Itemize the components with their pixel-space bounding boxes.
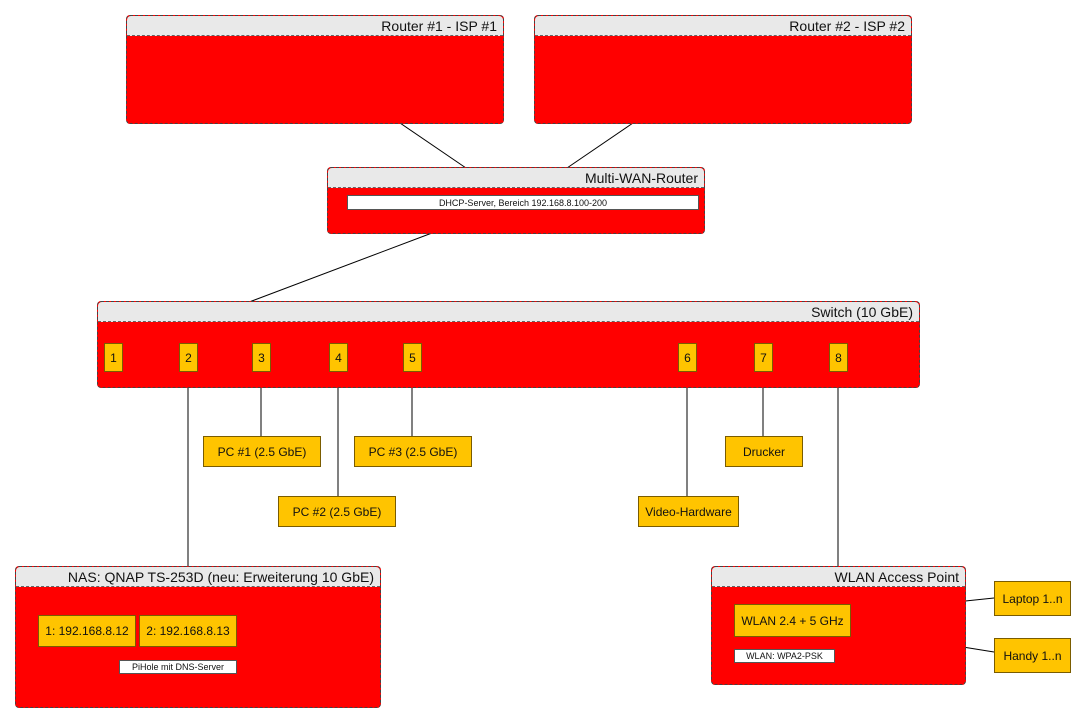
wlan-radio[interactable]: WLAN 2.4 + 5 GHz bbox=[734, 604, 851, 637]
router-1[interactable]: Router #1 - ISP #1 bbox=[126, 15, 504, 124]
switch-port-1[interactable]: 1 bbox=[104, 343, 123, 372]
laptop[interactable]: Laptop 1..n bbox=[994, 581, 1071, 616]
nas-port-1[interactable]: 1: 192.168.8.12 bbox=[38, 615, 136, 647]
nas-port-2[interactable]: 2: 192.168.8.13 bbox=[139, 615, 237, 647]
pihole-note: PiHole mit DNS-Server bbox=[119, 660, 237, 674]
switch-port-7[interactable]: 7 bbox=[754, 343, 773, 372]
phone[interactable]: Handy 1..n bbox=[994, 638, 1071, 673]
nas-title: NAS: QNAP TS-253D (neu: Erweiterung 10 G… bbox=[16, 567, 380, 587]
router-2-title: Router #2 - ISP #2 bbox=[535, 16, 911, 36]
multi-wan-router-title: Multi-WAN-Router bbox=[328, 168, 704, 188]
link-router2-multiwan bbox=[566, 122, 634, 169]
switch-port-5[interactable]: 5 bbox=[403, 343, 422, 372]
pc-1[interactable]: PC #1 (2.5 GbE) bbox=[203, 436, 321, 467]
switch-port-3[interactable]: 3 bbox=[252, 343, 271, 372]
link-router1-multiwan bbox=[399, 122, 467, 169]
router-1-title: Router #1 - ISP #1 bbox=[127, 16, 503, 36]
switch-port-8[interactable]: 8 bbox=[829, 343, 848, 372]
wlan-security-note: WLAN: WPA2-PSK bbox=[734, 649, 835, 663]
pc-3[interactable]: PC #3 (2.5 GbE) bbox=[354, 436, 472, 467]
video-hardware[interactable]: Video-Hardware bbox=[638, 496, 739, 527]
dhcp-note: DHCP-Server, Bereich 192.168.8.100-200 bbox=[347, 195, 699, 210]
switch-port-4[interactable]: 4 bbox=[329, 343, 348, 372]
pc-2[interactable]: PC #2 (2.5 GbE) bbox=[278, 496, 396, 527]
wlan-access-point-title: WLAN Access Point bbox=[712, 567, 965, 587]
printer[interactable]: Drucker bbox=[725, 436, 803, 467]
switch[interactable]: Switch (10 GbE) bbox=[97, 301, 920, 388]
switch-port-2[interactable]: 2 bbox=[179, 343, 198, 372]
switch-port-6[interactable]: 6 bbox=[678, 343, 697, 372]
switch-title: Switch (10 GbE) bbox=[98, 302, 919, 322]
router-2[interactable]: Router #2 - ISP #2 bbox=[534, 15, 912, 124]
